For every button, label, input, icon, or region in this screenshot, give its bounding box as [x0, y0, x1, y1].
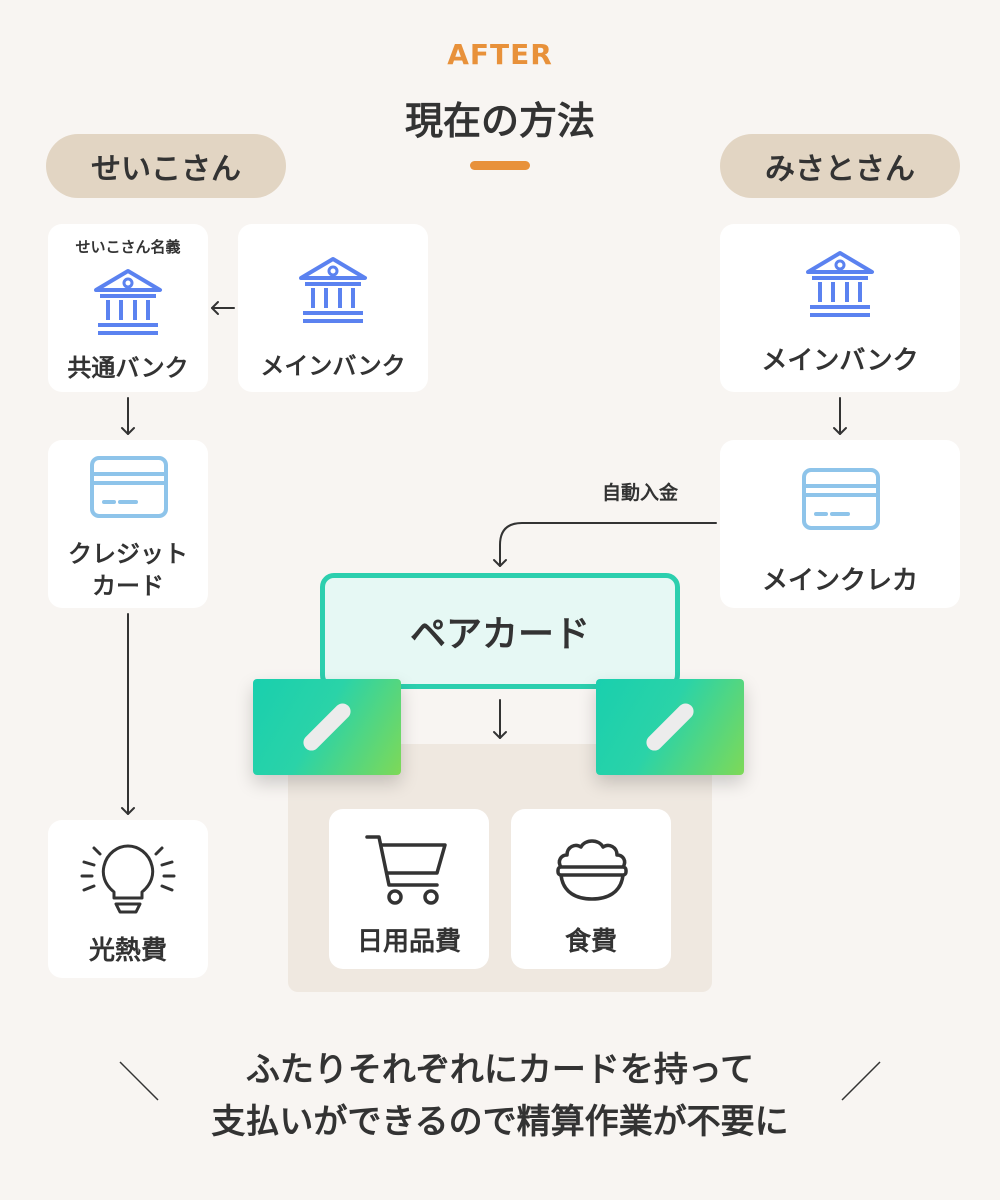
- utilities-label: 光熱費: [88, 936, 167, 966]
- decor-slash-right: [841, 1061, 881, 1101]
- credit-card-icon: [802, 468, 880, 530]
- arrow-icon: [833, 427, 847, 435]
- after-label: AFTER: [447, 38, 553, 71]
- daily-goods-card: 日用品費: [329, 809, 489, 969]
- left-main-bank-label: メインバンク: [260, 352, 406, 380]
- utilities-card: 光熱費: [48, 820, 208, 978]
- arrow-icon: [493, 731, 507, 739]
- shopping-cart-icon: [365, 835, 447, 905]
- credit-card-node: クレジット カード: [48, 440, 208, 608]
- bank-icon: [94, 269, 162, 335]
- main-credit-node: メインクレカ: [720, 440, 960, 608]
- joint-bank-label: 共通バンク: [67, 354, 189, 382]
- right-main-bank-card: メインバンク: [720, 224, 960, 392]
- arrow-icon: [493, 559, 507, 567]
- arrow-icon: [499, 522, 717, 567]
- decor-slash-left: [119, 1061, 159, 1101]
- credit-card-label-2: カード: [92, 572, 164, 600]
- pair-card-left: [253, 679, 401, 775]
- main-credit-label: メインクレカ: [761, 566, 918, 596]
- bank-icon: [806, 251, 874, 317]
- title-underline: [470, 161, 530, 170]
- person-pill-seiko: せいこさん: [46, 134, 286, 198]
- arrow-icon: [121, 807, 135, 815]
- daily-goods-label: 日用品費: [356, 927, 461, 957]
- joint-bank-owner: せいこさん名義: [75, 238, 181, 256]
- pair-card-node: ペアカード: [320, 573, 680, 689]
- bank-icon: [299, 257, 367, 323]
- right-main-bank-label: メインバンク: [761, 346, 919, 376]
- pair-card-right: [596, 679, 744, 775]
- footer-line-1: ふたりそれぞれにカードを持って: [245, 1050, 755, 1090]
- auto-deposit-label: 自動入金: [601, 482, 678, 504]
- rice-bowl-icon: [556, 839, 628, 901]
- credit-card-label-1: クレジット: [68, 540, 188, 568]
- credit-card-icon: [90, 456, 168, 518]
- person-pill-misato: みさとさん: [720, 134, 960, 198]
- lightbulb-icon: [80, 844, 176, 914]
- left-main-bank-card: メインバンク: [238, 224, 428, 392]
- arrow-icon: [211, 301, 219, 315]
- footer-line-2: 支払いができるので精算作業が不要に: [211, 1102, 789, 1142]
- food-label: 食費: [564, 927, 617, 957]
- food-card: 食費: [511, 809, 671, 969]
- page-title: 現在の方法: [404, 99, 595, 143]
- joint-bank-card: せいこさん名義 共通バンク: [48, 224, 208, 392]
- arrow-icon: [121, 427, 135, 435]
